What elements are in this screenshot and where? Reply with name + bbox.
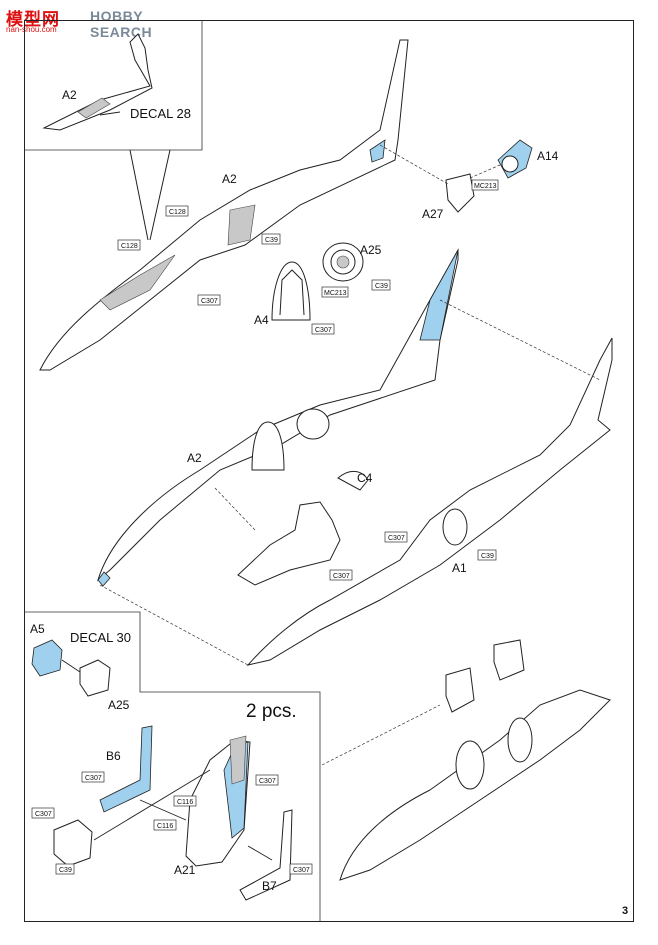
- label-quantity: 2 pcs.: [246, 701, 297, 722]
- watermark-url: nan-shou.com: [6, 25, 57, 34]
- inset-seat-box: [24, 611, 321, 922]
- label-a25-seat: A25: [108, 698, 130, 712]
- tag-mc213-a: MC213: [471, 179, 499, 191]
- page-number: 3: [622, 905, 628, 917]
- label-a14: A14: [537, 149, 559, 163]
- svg-text:C307: C307: [315, 327, 332, 334]
- svg-text:C307: C307: [201, 298, 218, 305]
- svg-text:C39: C39: [375, 283, 388, 290]
- label-a1: A1: [452, 561, 467, 575]
- svg-text:C128: C128: [121, 243, 138, 250]
- tag-c307-top: C307: [197, 294, 221, 306]
- part-a27-a14: [379, 139, 533, 213]
- tag-c307-box: C307: [31, 807, 55, 819]
- svg-text:C307: C307: [35, 811, 52, 818]
- part-a25-wheel: [322, 242, 364, 282]
- tag-c307-a4: C307: [311, 323, 335, 335]
- label-a27: A27: [422, 207, 444, 221]
- svg-text:C307: C307: [388, 535, 405, 542]
- tag-c307-a21: C307: [255, 774, 279, 786]
- tag-c307-mid-a: C307: [384, 531, 408, 543]
- tag-c39-box: C39: [55, 863, 75, 875]
- svg-text:C116: C116: [157, 823, 173, 830]
- part-a4-canopy: [271, 261, 311, 321]
- label-b6: B6: [106, 749, 121, 763]
- tag-c307-mid-b: C307: [329, 569, 353, 581]
- fuselage-half-mid: [97, 248, 459, 587]
- nose-assembly: [321, 639, 611, 881]
- label-decal-28: DECAL 28: [130, 106, 191, 121]
- label-a2-inset: A2: [62, 88, 77, 102]
- svg-text:C128: C128: [169, 209, 186, 216]
- tag-c116-b: C116: [153, 819, 177, 831]
- label-a2-mid: A2: [187, 451, 202, 465]
- tag-c39-mid: C39: [477, 549, 497, 561]
- svg-text:C39: C39: [265, 237, 278, 244]
- svg-text:C116: C116: [177, 799, 193, 806]
- seat-inset-detail: [31, 639, 111, 697]
- tag-mc213-b: MC213: [321, 286, 349, 298]
- label-a5: A5: [30, 622, 45, 636]
- label-a4: A4: [254, 313, 269, 327]
- svg-text:MC213: MC213: [474, 183, 497, 190]
- tag-c128-b: C128: [117, 239, 141, 251]
- label-a25: A25: [360, 243, 382, 257]
- label-a2-top: A2: [222, 172, 237, 186]
- tag-c39-top: C39: [261, 233, 281, 245]
- cockpit-tub: [214, 471, 369, 586]
- label-decal-30: DECAL 30: [70, 630, 131, 645]
- tag-c116-a: C116: [173, 795, 197, 807]
- tag-c39-a25: C39: [371, 279, 391, 291]
- seat-parts: [53, 725, 293, 901]
- svg-text:C307: C307: [85, 775, 102, 782]
- tag-c128-a: C128: [165, 205, 189, 217]
- svg-text:MC213: MC213: [324, 290, 347, 297]
- assembled-fuselage: [99, 299, 613, 666]
- page-frame: [24, 20, 634, 922]
- fuselage-half-top: [39, 39, 409, 371]
- label-c4: C4: [357, 471, 373, 485]
- tag-c307-b6: C307: [81, 771, 105, 783]
- label-b7: B7: [262, 879, 277, 893]
- inset-cockpit-detail: [42, 33, 153, 131]
- label-a21: A21: [174, 863, 196, 877]
- svg-text:C39: C39: [59, 867, 72, 874]
- svg-text:C307: C307: [259, 778, 276, 785]
- tag-c307-b7: C307: [289, 863, 313, 875]
- inset-top-box: [24, 20, 203, 151]
- svg-text:C307: C307: [293, 867, 310, 874]
- svg-text:C39: C39: [481, 553, 494, 560]
- svg-text:C307: C307: [333, 573, 350, 580]
